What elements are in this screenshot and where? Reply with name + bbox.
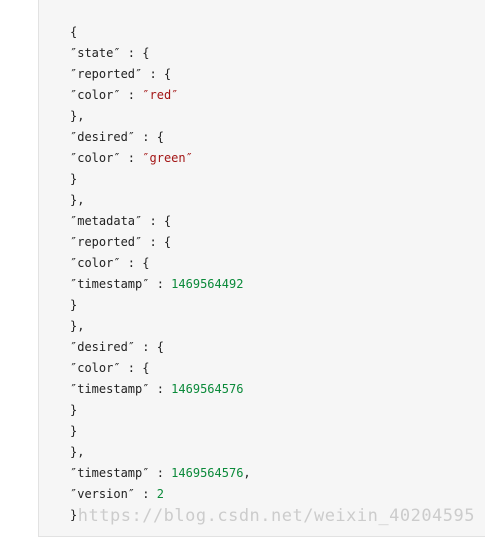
json-punctuation: }: [70, 424, 78, 438]
json-punctuation: :: [120, 151, 143, 165]
code-line: }: [70, 169, 251, 190]
json-punctuation: : {: [135, 130, 164, 144]
json-punctuation: : {: [142, 214, 172, 228]
json-punctuation: }: [70, 403, 78, 417]
json-punctuation: },: [70, 445, 85, 459]
code-line: }: [70, 505, 251, 526]
code-line: ″color″ : {: [70, 253, 251, 274]
code-line: ″timestamp″ : 1469564492: [70, 274, 251, 295]
code-line: },: [70, 442, 251, 463]
json-key: ″desired″: [70, 130, 136, 144]
json-number-value: 1469564576: [171, 382, 244, 396]
json-punctuation: :: [149, 277, 172, 291]
code-line: },: [70, 190, 251, 211]
json-key: ″timestamp″: [70, 382, 150, 396]
code-line: ″timestamp″ : 1469564576,: [70, 463, 251, 484]
json-punctuation: :: [135, 487, 157, 501]
code-line: },: [70, 316, 251, 337]
json-punctuation: }: [70, 172, 78, 186]
json-punctuation: ,: [243, 466, 251, 480]
json-punctuation: :: [120, 88, 143, 102]
json-number-value: 1469564492: [171, 277, 244, 291]
json-key: ″color″: [70, 256, 121, 270]
json-punctuation: },: [70, 193, 85, 207]
code-line: },: [70, 106, 251, 127]
code-line: ″version″ : 2: [70, 484, 251, 505]
json-key: ″desired″: [70, 340, 136, 354]
code-line: ″reported″ : {: [70, 232, 251, 253]
json-string-value: ″red″: [142, 88, 179, 102]
code-line: {: [70, 22, 251, 43]
json-punctuation: }: [70, 298, 78, 312]
json-punctuation: : {: [135, 340, 164, 354]
json-punctuation: }: [70, 508, 78, 522]
json-key: ″color″: [70, 361, 121, 375]
json-string-value: ″green″: [142, 151, 193, 165]
json-punctuation: :: [149, 382, 172, 396]
json-punctuation: : {: [142, 235, 172, 249]
json-punctuation: : {: [142, 67, 172, 81]
json-punctuation: : {: [120, 46, 150, 60]
json-key: ″state″: [70, 46, 121, 60]
blog-watermark: https://blog.csdn.net/weixin_40204595: [77, 506, 475, 526]
code-line: }: [70, 421, 251, 442]
code-line: ″metadata″ : {: [70, 211, 251, 232]
json-punctuation: :: [149, 466, 172, 480]
code-line: ″color″ : ″green″: [70, 148, 251, 169]
json-punctuation: },: [70, 109, 85, 123]
json-key: ″color″: [70, 88, 121, 102]
code-line: ″desired″ : {: [70, 127, 251, 148]
code-line: ″timestamp″ : 1469564576: [70, 379, 251, 400]
code-line: ″desired″ : {: [70, 337, 251, 358]
code-line: ″state″ : {: [70, 43, 251, 64]
json-punctuation: : {: [120, 256, 150, 270]
code-line: }: [70, 400, 251, 421]
code-line: }: [70, 295, 251, 316]
code-line: ″color″ : ″red″: [70, 85, 251, 106]
json-number-value: 2: [156, 487, 164, 501]
json-key: ″version″: [70, 487, 136, 501]
json-punctuation: },: [70, 319, 85, 333]
json-key: ″timestamp″: [70, 277, 150, 291]
code-block: {″state″ : {″reported″ : {″color″ : ″red…: [38, 0, 485, 537]
json-key: ″color″: [70, 151, 121, 165]
json-key: ″metadata″: [70, 214, 143, 228]
json-key: ″reported″: [70, 235, 143, 249]
json-key: ″timestamp″: [70, 466, 150, 480]
json-key: ″reported″: [70, 67, 143, 81]
code-lines: {″state″ : {″reported″ : {″color″ : ″red…: [70, 22, 251, 526]
json-punctuation: {: [70, 25, 78, 39]
json-number-value: 1469564576: [171, 466, 244, 480]
code-line: ″reported″ : {: [70, 64, 251, 85]
json-punctuation: : {: [120, 361, 150, 375]
code-line: ″color″ : {: [70, 358, 251, 379]
